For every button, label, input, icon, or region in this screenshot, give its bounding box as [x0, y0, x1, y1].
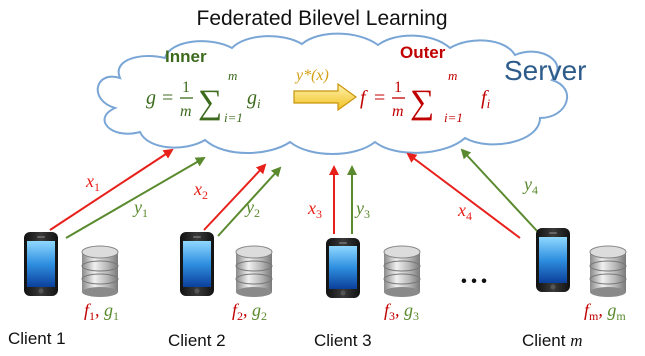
- transfer-label: y*(x): [294, 67, 329, 84]
- database-icon-2: [235, 245, 273, 297]
- inner-frac-num: 1: [182, 79, 190, 96]
- client-1-y-label: y1: [132, 197, 148, 220]
- client-m-x-label: x4: [457, 200, 472, 223]
- inner-heading: Inner: [165, 47, 207, 66]
- client-m-y-label: y4: [522, 174, 538, 197]
- client-2-group: [180, 232, 214, 296]
- client-3-group: [326, 238, 360, 298]
- phone-icon: [536, 228, 570, 292]
- database-icon-3: [383, 245, 421, 297]
- client-2-y-label: y2: [244, 197, 260, 220]
- client-2-name: Client 2: [168, 331, 226, 350]
- inner-equation: g = 1 m ∑ m i=1 gi: [146, 68, 261, 125]
- client-1-x-label: x1: [85, 171, 100, 194]
- outer-term: fi: [481, 87, 491, 111]
- client-m-name: Client m: [522, 331, 582, 350]
- client-2-x-arrow: [203, 163, 267, 231]
- outer-frac-den: m: [392, 103, 404, 120]
- local-objectives: f1, g1 f2, g2 f3, g3 fm, gm: [84, 300, 626, 323]
- phone-icon: [24, 232, 58, 296]
- inner-sum-upper: m: [228, 68, 237, 83]
- outer-sum-symbol: ∑: [410, 84, 434, 121]
- outer-equals: =: [374, 87, 385, 109]
- client-1-name: Client 1: [8, 329, 66, 348]
- client-2-x-label: x2: [193, 179, 208, 202]
- inner-term: gi: [247, 87, 261, 111]
- inner-lhs: g: [146, 87, 156, 109]
- ellipsis: • • •: [461, 273, 487, 290]
- diagram-title: Federated Bilevel Learning: [197, 7, 448, 30]
- client-m-x-arrow: [406, 152, 521, 239]
- arrow-labels: x1 y1 x2 y2 x3 y3 x4 y4: [85, 171, 538, 223]
- inner-equals: =: [162, 87, 173, 109]
- client-1-x-arrow: [49, 148, 174, 231]
- client-1-group: [24, 232, 58, 296]
- communication-arrows: [49, 148, 539, 239]
- phone-icon: [326, 238, 360, 298]
- database-icon-1: [81, 245, 119, 297]
- client-3-x-label: x3: [307, 198, 322, 221]
- inner-frac-den: m: [180, 103, 192, 120]
- client-m-y-arrow: [460, 148, 539, 233]
- client-3-objectives: f3, g3: [384, 300, 419, 323]
- client-2-objectives: f2, g2: [232, 300, 267, 323]
- server-label: Server: [504, 55, 586, 86]
- outer-equation: f = 1 m ∑ m i=1 fi: [360, 68, 491, 125]
- database-icon-m: [589, 245, 627, 297]
- inner-sum-lower: i=1: [224, 110, 243, 125]
- transfer-arrow: [293, 82, 358, 112]
- outer-frac-num: 1: [394, 79, 402, 96]
- outer-lhs: f: [360, 87, 368, 109]
- phone-icon: [180, 232, 214, 296]
- client-3-y-label: y3: [354, 198, 370, 221]
- outer-sum-lower: i=1: [444, 110, 463, 125]
- outer-heading: Outer: [400, 43, 446, 62]
- client-1-objectives: f1, g1: [84, 300, 119, 323]
- client-1-y-arrow: [65, 156, 206, 239]
- inner-sum-symbol: ∑: [198, 84, 222, 121]
- outer-sum-upper: m: [448, 68, 457, 83]
- client-3-name: Client 3: [314, 331, 372, 350]
- client-m-group: [536, 228, 570, 292]
- client-2-y-arrow: [217, 166, 282, 237]
- client-m-objectives: fm, gm: [584, 300, 626, 323]
